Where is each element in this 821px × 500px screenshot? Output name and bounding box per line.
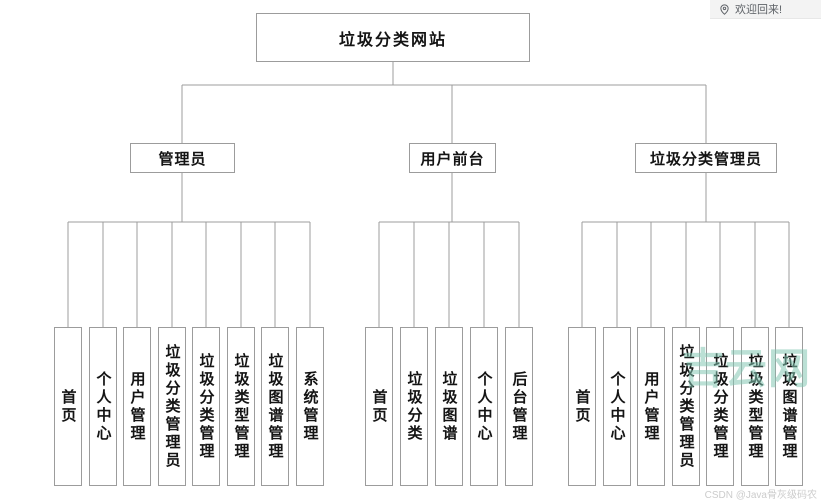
node-admin: 管理员 (130, 143, 235, 173)
location-pin-icon (720, 3, 729, 15)
leaf-admin-waste-category-admin: 垃圾分类管理员 (158, 327, 186, 486)
leaf-gcadmin-personal-center: 个人中心 (603, 327, 631, 486)
node-admin-label: 管理员 (158, 150, 207, 168)
node-root-label: 垃圾分类网站 (338, 31, 447, 49)
welcome-bar: 欢迎回来! (710, 0, 821, 19)
leaf-gcadmin-waste-category-mgmt: 垃圾分类管理 (706, 327, 734, 486)
leaf-gcadmin-waste-atlas-mgmt: 垃圾图谱管理 (775, 327, 803, 486)
node-gc-admin-label: 垃圾分类管理员 (649, 150, 762, 168)
leaf-front-backend-mgmt: 后台管理 (505, 327, 533, 486)
welcome-text: 欢迎回来! (735, 4, 783, 16)
leaf-admin-waste-category-mgmt: 垃圾分类管理 (192, 327, 220, 486)
node-gc-admin: 垃圾分类管理员 (635, 143, 777, 173)
leaf-gcadmin-waste-type-mgmt: 垃圾类型管理 (741, 327, 769, 486)
leaf-gcadmin-waste-category-admin: 垃圾分类管理员 (672, 327, 700, 486)
node-root-site: 垃圾分类网站 (256, 13, 530, 62)
leaf-gcadmin-home: 首页 (568, 327, 596, 486)
leaf-front-home: 首页 (365, 327, 393, 486)
leaf-admin-system-mgmt: 系统管理 (296, 327, 324, 486)
leaf-gcadmin-user-management: 用户管理 (637, 327, 665, 486)
node-user-front: 用户前台 (409, 143, 496, 173)
leaf-front-personal-center: 个人中心 (470, 327, 498, 486)
leaf-admin-user-management: 用户管理 (123, 327, 151, 486)
node-user-front-label: 用户前台 (420, 150, 485, 168)
leaf-front-waste-atlas: 垃圾图谱 (435, 327, 463, 486)
leaf-admin-personal-center: 个人中心 (89, 327, 117, 486)
leaf-admin-waste-type-mgmt: 垃圾类型管理 (227, 327, 255, 486)
leaf-front-waste-category: 垃圾分类 (400, 327, 428, 486)
leaf-admin-home: 首页 (54, 327, 82, 486)
leaf-admin-waste-atlas-mgmt: 垃圾图谱管理 (261, 327, 289, 486)
